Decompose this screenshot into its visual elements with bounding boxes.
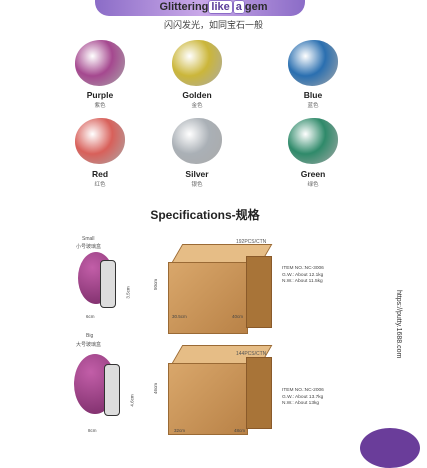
spec-title: Specifications-规格 — [150, 208, 260, 222]
big-net-weight: N.W.: About 13kg — [282, 401, 320, 406]
color-label-cn: 银色 — [191, 182, 203, 188]
corner-decoration — [360, 428, 420, 468]
title-highlight-2: a — [232, 0, 245, 14]
big-carton — [168, 363, 248, 435]
color-label-cn: 紫色 — [94, 103, 106, 109]
big-box-width: 32cm — [174, 428, 186, 433]
small-net-weight: N.W.: About 11.5kg — [282, 279, 323, 284]
big-info: ITEM NO.:NC-2006 G.W.: About 13.7kg N.W.… — [282, 388, 324, 408]
color-label: Blue — [303, 90, 323, 100]
small-box-depth: 40cm — [232, 314, 244, 319]
small-jar-height: 3.5cm — [125, 286, 131, 299]
small-jar-width: 6cm — [86, 314, 95, 319]
side-url: https://putty.1688.com — [395, 290, 402, 359]
color-label-cn: 绿色 — [307, 182, 319, 188]
color-label: Green — [300, 169, 326, 179]
big-jar-side — [104, 364, 120, 416]
big-box-depth: 48cm — [234, 428, 246, 433]
color-label: Red — [91, 169, 109, 179]
slime-blob-purple — [75, 40, 125, 86]
small-gross-weight: G.W.: About 12.1kg — [282, 272, 324, 278]
header-subtitle: 闪闪发光，如同宝石一般 — [163, 20, 263, 30]
color-label: Purple — [86, 90, 114, 100]
small-box-width: 30.5cm — [172, 314, 187, 319]
color-label-cn: 蓝色 — [307, 103, 319, 109]
slime-blob-blue — [288, 40, 338, 86]
color-label: Silver — [185, 169, 209, 179]
big-item-no: ITEM NO.:NC-2006 — [282, 388, 324, 393]
color-label-cn: 红色 — [94, 182, 106, 188]
header-banner — [95, 0, 305, 16]
big-box-height: 46cm — [153, 382, 159, 395]
slime-blob-golden — [172, 40, 222, 86]
big-jar-height: 4.6cm — [129, 394, 135, 407]
small-item-no: ITEM NO.:NC-3006 — [282, 266, 324, 271]
small-carton — [168, 262, 248, 334]
big-gross-weight: G.W.: About 13.7kg — [282, 394, 324, 400]
big-pcs: 144PCS/CTN — [236, 351, 267, 357]
color-label-cn: 金色 — [191, 103, 203, 109]
slime-blob-silver — [172, 118, 222, 164]
color-label: Golden — [182, 90, 212, 100]
small-box-height: 50cm — [153, 278, 159, 291]
small-info: ITEM NO.:NC-3006 G.W.: About 12.1kg N.W.… — [282, 266, 324, 286]
title-text-end: gem — [244, 1, 268, 13]
small-pcs: 192PCS/CTN — [236, 239, 267, 245]
small-carton-side — [246, 256, 272, 328]
slime-blob-green — [288, 118, 338, 164]
big-carton-side — [246, 357, 272, 429]
small-label: Small — [82, 236, 95, 242]
big-label: Big — [86, 333, 94, 339]
title-text: Glittering — [159, 1, 209, 13]
small-label-cn: 小号玻璃盒 — [76, 244, 102, 250]
title-highlight-1: like — [208, 0, 233, 14]
slime-blob-red — [75, 118, 125, 164]
big-jar-width: 8cm — [88, 428, 97, 433]
small-jar-side — [100, 260, 116, 308]
big-label-cn: 大号玻璃盒 — [76, 342, 102, 348]
